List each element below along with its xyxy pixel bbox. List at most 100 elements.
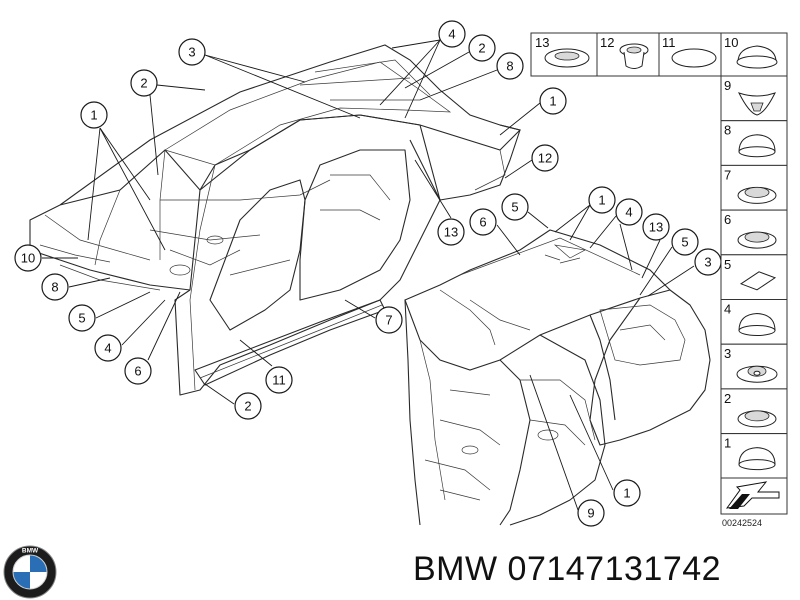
touring-callout-6: 6	[469, 208, 497, 236]
legend-item-2: 2	[720, 388, 788, 435]
sedan-callout-label: 8	[506, 59, 513, 74]
sedan-callout-8: 8	[496, 52, 524, 80]
sedan-callout-4: 4	[438, 20, 466, 48]
legend-item-8: 8	[720, 120, 788, 166]
plug-12-icon	[619, 43, 649, 69]
bmw-logo: BMW	[3, 545, 57, 599]
legend-label-1: 1	[724, 436, 731, 451]
logo-text: BMW	[22, 548, 39, 555]
legend-column: 9 8 7 6 5 4 3 2 1	[720, 75, 788, 479]
sedan-callout-3: 3	[178, 38, 206, 66]
legend-label-9: 9	[724, 78, 731, 93]
sedan-callout-2: 2	[468, 34, 496, 62]
sedan-callout-2: 2	[130, 69, 158, 97]
touring-callout-13: 13	[642, 213, 670, 241]
sedan-callout-label: 1	[549, 94, 556, 109]
sedan-callout-1: 1	[80, 101, 108, 129]
sedan-callout-label: 4	[104, 341, 111, 356]
touring-callout-label: 3	[704, 255, 711, 270]
sedan-callout-8: 8	[41, 273, 69, 301]
sedan-callout-1: 1	[539, 87, 567, 115]
plug-11-icon	[671, 48, 717, 68]
touring-callout-9: 9	[577, 499, 605, 527]
sedan-callout-label: 2	[244, 399, 251, 414]
part-caption: BMW 07147131742	[413, 550, 721, 589]
sedan-callout-label: 5	[78, 311, 85, 326]
sedan-callout-label: 2	[140, 76, 147, 91]
touring-leader-lines	[496, 204, 695, 511]
sedan-callout-label: 12	[538, 151, 552, 166]
sedan-callout-11: 11	[265, 366, 293, 394]
direction-arrow-icon	[725, 481, 780, 509]
legend-label-11: 11	[662, 35, 676, 50]
touring-body-shell	[404, 229, 711, 526]
plug-5-icon	[739, 271, 777, 291]
touring-callout-3: 3	[694, 248, 722, 276]
legend-label-4: 4	[724, 302, 731, 317]
sedan-callout-4: 4	[94, 334, 122, 362]
legend-label-8: 8	[724, 123, 731, 138]
sedan-callout-10: 10	[14, 244, 42, 272]
touring-callout-label: 1	[598, 193, 605, 208]
legend-box-12	[596, 32, 660, 77]
touring-callout-label: 1	[623, 486, 630, 501]
plug-1-icon	[738, 447, 776, 471]
legend-label-5: 5	[724, 257, 731, 272]
sedan-callout-label: 4	[448, 27, 455, 42]
sedan-callout-6: 6	[124, 357, 152, 385]
plug-7-icon	[737, 186, 777, 204]
legend-label-3: 3	[724, 346, 731, 361]
legend-item-5: 5	[720, 254, 788, 301]
brand-name: BMW	[413, 550, 498, 588]
plug-3-icon	[736, 365, 778, 383]
diagram-reference-code: 00242524	[722, 518, 763, 528]
plug-8-icon	[738, 134, 776, 158]
legend-label-7: 7	[724, 167, 731, 182]
legend-label-6: 6	[724, 212, 731, 227]
touring-callout-label: 6	[479, 215, 486, 230]
plug-9-icon	[738, 92, 776, 116]
plug-4-icon	[738, 312, 776, 336]
sedan-callout-2: 2	[234, 392, 262, 420]
touring-callout-5: 5	[671, 228, 699, 256]
legend-item-6: 6	[720, 209, 788, 256]
touring-callout-1: 1	[613, 479, 641, 507]
touring-callout-label: 13	[649, 220, 663, 235]
sedan-callout-12: 12	[531, 144, 559, 172]
legend-item-1: 1	[720, 433, 788, 479]
legend-label-13: 13	[535, 35, 549, 50]
legend-item-3: 3	[720, 343, 788, 390]
sedan-callout-label: 3	[188, 45, 195, 60]
touring-callout-5: 5	[501, 193, 529, 221]
sedan-callout-label: 11	[272, 373, 286, 388]
touring-callout-label: 5	[681, 235, 688, 250]
touring-callout-label: 5	[511, 200, 518, 215]
touring-callout-label: 4	[625, 205, 632, 220]
legend-item-4: 4	[720, 299, 788, 345]
sedan-leader-lines	[42, 39, 541, 405]
sedan-callout-label: 13	[444, 225, 458, 240]
plug-6-icon	[737, 231, 777, 249]
sedan-callout-13: 13	[437, 218, 465, 246]
touring-callouts: 1 6 5 4 13 5 3 1 9	[469, 186, 722, 527]
legend-item-9: 9	[720, 75, 788, 122]
sedan-callout-label: 6	[134, 364, 141, 379]
sedan-body-shell	[29, 44, 522, 396]
part-number: 07147131742	[507, 550, 722, 588]
sedan-callout-label: 8	[51, 280, 58, 295]
sedan-callout-label: 1	[90, 108, 97, 123]
legend-label-12: 12	[600, 35, 614, 50]
legend-label-2: 2	[724, 391, 731, 406]
touring-callout-4: 4	[615, 198, 643, 226]
plug-10-icon	[736, 45, 778, 69]
legend-item-7: 7	[720, 164, 788, 211]
plug-2-icon	[737, 410, 777, 428]
sedan-callout-label: 2	[478, 41, 485, 56]
touring-callout-label: 9	[587, 506, 594, 521]
legend-label-10: 10	[724, 35, 738, 50]
sedan-callout-label: 7	[385, 313, 392, 328]
plug-13-icon	[544, 48, 590, 68]
